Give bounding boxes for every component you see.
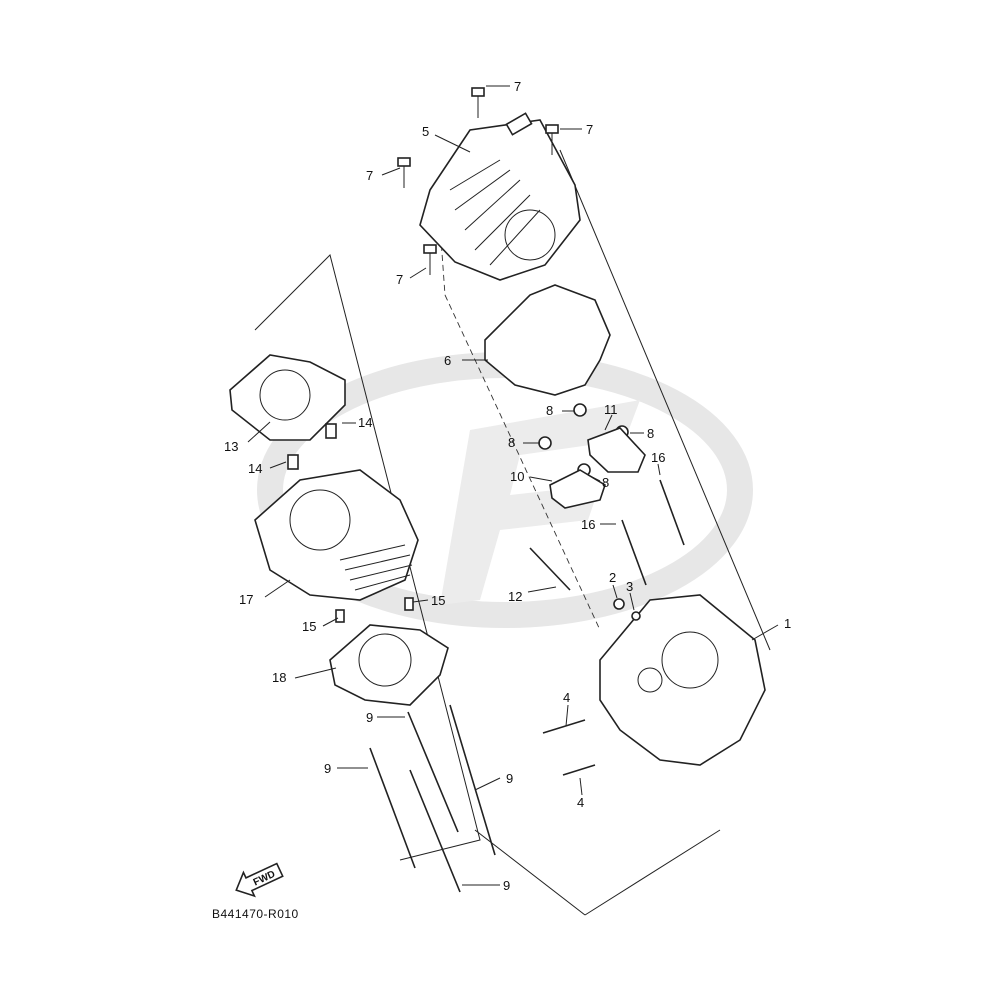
callout-13: 13 [224, 439, 238, 454]
callout-15: 15 [431, 593, 445, 608]
callout-8: 8 [508, 435, 515, 450]
screw-2-part [613, 598, 625, 610]
stud-9-parts [369, 704, 496, 893]
callout-9: 9 [324, 761, 331, 776]
callout-8: 8 [647, 426, 654, 441]
callout-labels: 1 2 3 4 4 5 6 7 7 7 7 8 8 8 8 9 9 9 9 10… [224, 79, 791, 893]
bolt-7-parts [397, 87, 559, 275]
callout-14: 14 [248, 461, 262, 476]
callout-5: 5 [422, 124, 429, 139]
callout-9: 9 [503, 878, 510, 893]
callout-9: 9 [366, 710, 373, 725]
callout-7: 7 [514, 79, 521, 94]
callout-3: 3 [626, 579, 633, 594]
spark-plug-12-part [529, 547, 571, 591]
leader-lines [247, 85, 779, 886]
callout-11: 11 [604, 402, 618, 417]
screw-3-part [631, 611, 641, 621]
assembly-guide-lines [254, 149, 771, 916]
plate-10-part [549, 469, 606, 509]
cylinder-head-1-part [599, 594, 766, 766]
callout-2: 2 [609, 570, 616, 585]
callout-4: 4 [563, 690, 570, 705]
callout-14: 14 [358, 415, 372, 430]
callout-7: 7 [586, 122, 593, 137]
callout-7: 7 [396, 272, 403, 287]
callout-1: 1 [784, 616, 791, 631]
callout-16: 16 [651, 450, 665, 465]
cylinder-17-part [254, 469, 419, 601]
callout-7: 7 [366, 168, 373, 183]
callout-8: 8 [602, 475, 609, 490]
callout-10: 10 [510, 469, 524, 484]
callout-4: 4 [577, 795, 584, 810]
callout-12: 12 [508, 589, 522, 604]
head-cover-gasket-part [484, 284, 611, 396]
forward-arrow-icon: FWD [235, 862, 284, 898]
stud-4-parts [542, 719, 596, 776]
callout-16: 16 [581, 517, 595, 532]
head-cover-part [419, 112, 581, 281]
cylinder-base-gasket-18-part [329, 624, 449, 706]
callout-9: 9 [506, 771, 513, 786]
callout-17: 17 [239, 592, 253, 607]
callout-18: 18 [272, 670, 286, 685]
diagram-code: B441470-R010 [212, 907, 299, 921]
callout-8: 8 [546, 403, 553, 418]
plate-11-part [587, 427, 646, 473]
callout-15: 15 [302, 619, 316, 634]
callout-6: 6 [444, 353, 451, 368]
cylinder-gasket-13-part [229, 354, 346, 441]
dowel-14-parts [287, 423, 337, 470]
dowel-15-parts [335, 597, 414, 623]
bolt-16-parts [621, 479, 685, 586]
